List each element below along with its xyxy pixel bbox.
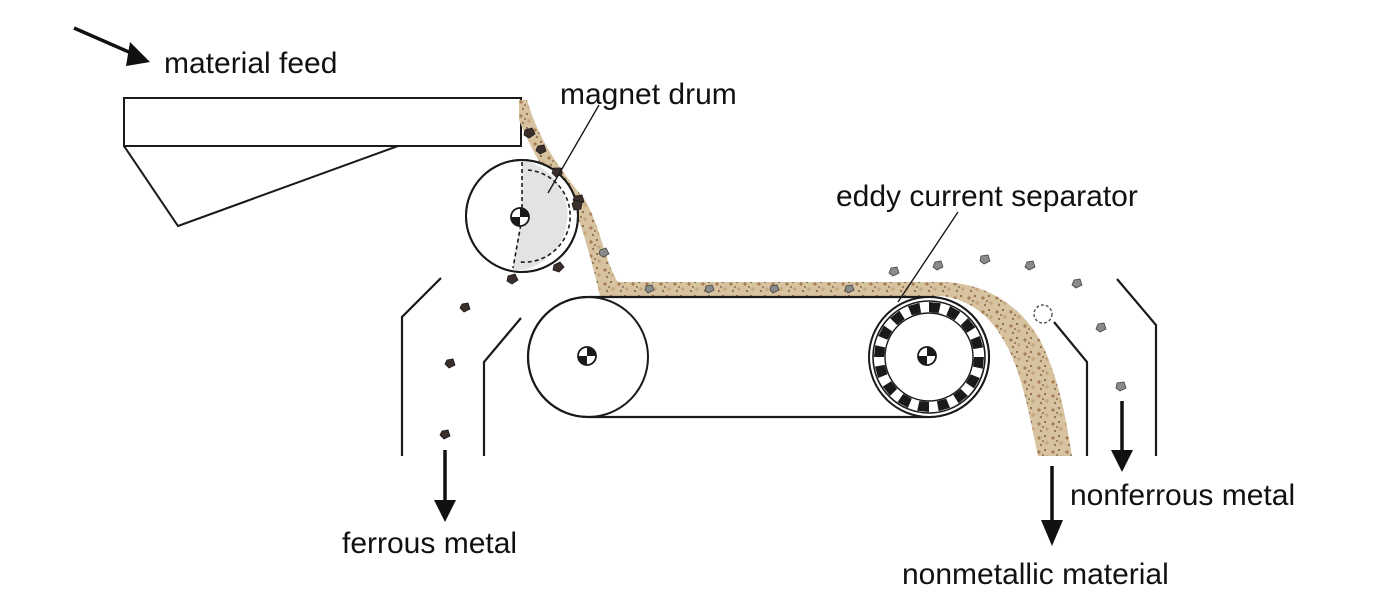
rotor-magnet-block [874,364,888,379]
material-stream [519,100,1072,456]
feeder-hopper [123,97,522,228]
magnet-sector [512,160,568,271]
ferrous-metal-label: ferrous metal [342,527,517,560]
rotor-magnet-block [874,345,886,357]
rotor-magnet-block [907,302,922,316]
nonferrous-outlet-arrow [1111,401,1133,472]
nonferrous-chute [1116,278,1158,456]
material-feed-label: material feed [164,47,337,80]
rotor-magnet-block [882,381,898,396]
rotor-magnet-block [972,357,984,369]
magnet-drum [465,159,579,273]
eddy-current-separator-label: eddy current separator [836,180,1138,213]
rotor-magnet-block [929,302,941,314]
rotor-magnet-block [946,306,961,321]
rotor-magnet-block [970,335,984,350]
rotor-magnet-block [936,398,951,412]
eddy-separator-leader [897,211,959,303]
ferrous-chute [400,277,522,456]
rotor-magnet-block [960,318,976,333]
magnet-drum-leader [547,104,600,194]
nonferrous-metal-label: nonferrous metal [1070,479,1295,512]
rotor-axle-icon [917,346,937,366]
feed-arrow [73,26,150,66]
ferrous-particles [439,127,585,440]
rotor-magnet-ring [874,302,984,412]
rotor-magnet-block [917,400,929,412]
eddy-current-rotor [868,296,990,418]
nonmetal-divider [1053,321,1089,456]
magnet-drum-label: magnet drum [560,78,737,111]
rotor-magnet-block [878,325,893,340]
ferrous-outlet-arrow [434,450,456,522]
belt-pulley [527,296,649,418]
drum-axle-icon [510,207,530,227]
rotor-magnet-block [890,310,905,326]
nonmetallic-material-label: nonmetallic material [902,558,1169,591]
rotor-magnet-block [897,393,912,408]
nonmetallic-outlet-arrow [1041,466,1063,546]
rotor-magnet-block [965,374,980,389]
pulley-axle-icon [577,346,597,366]
rotor-magnet-block [953,388,968,404]
nonferrous-particles [598,247,1127,392]
